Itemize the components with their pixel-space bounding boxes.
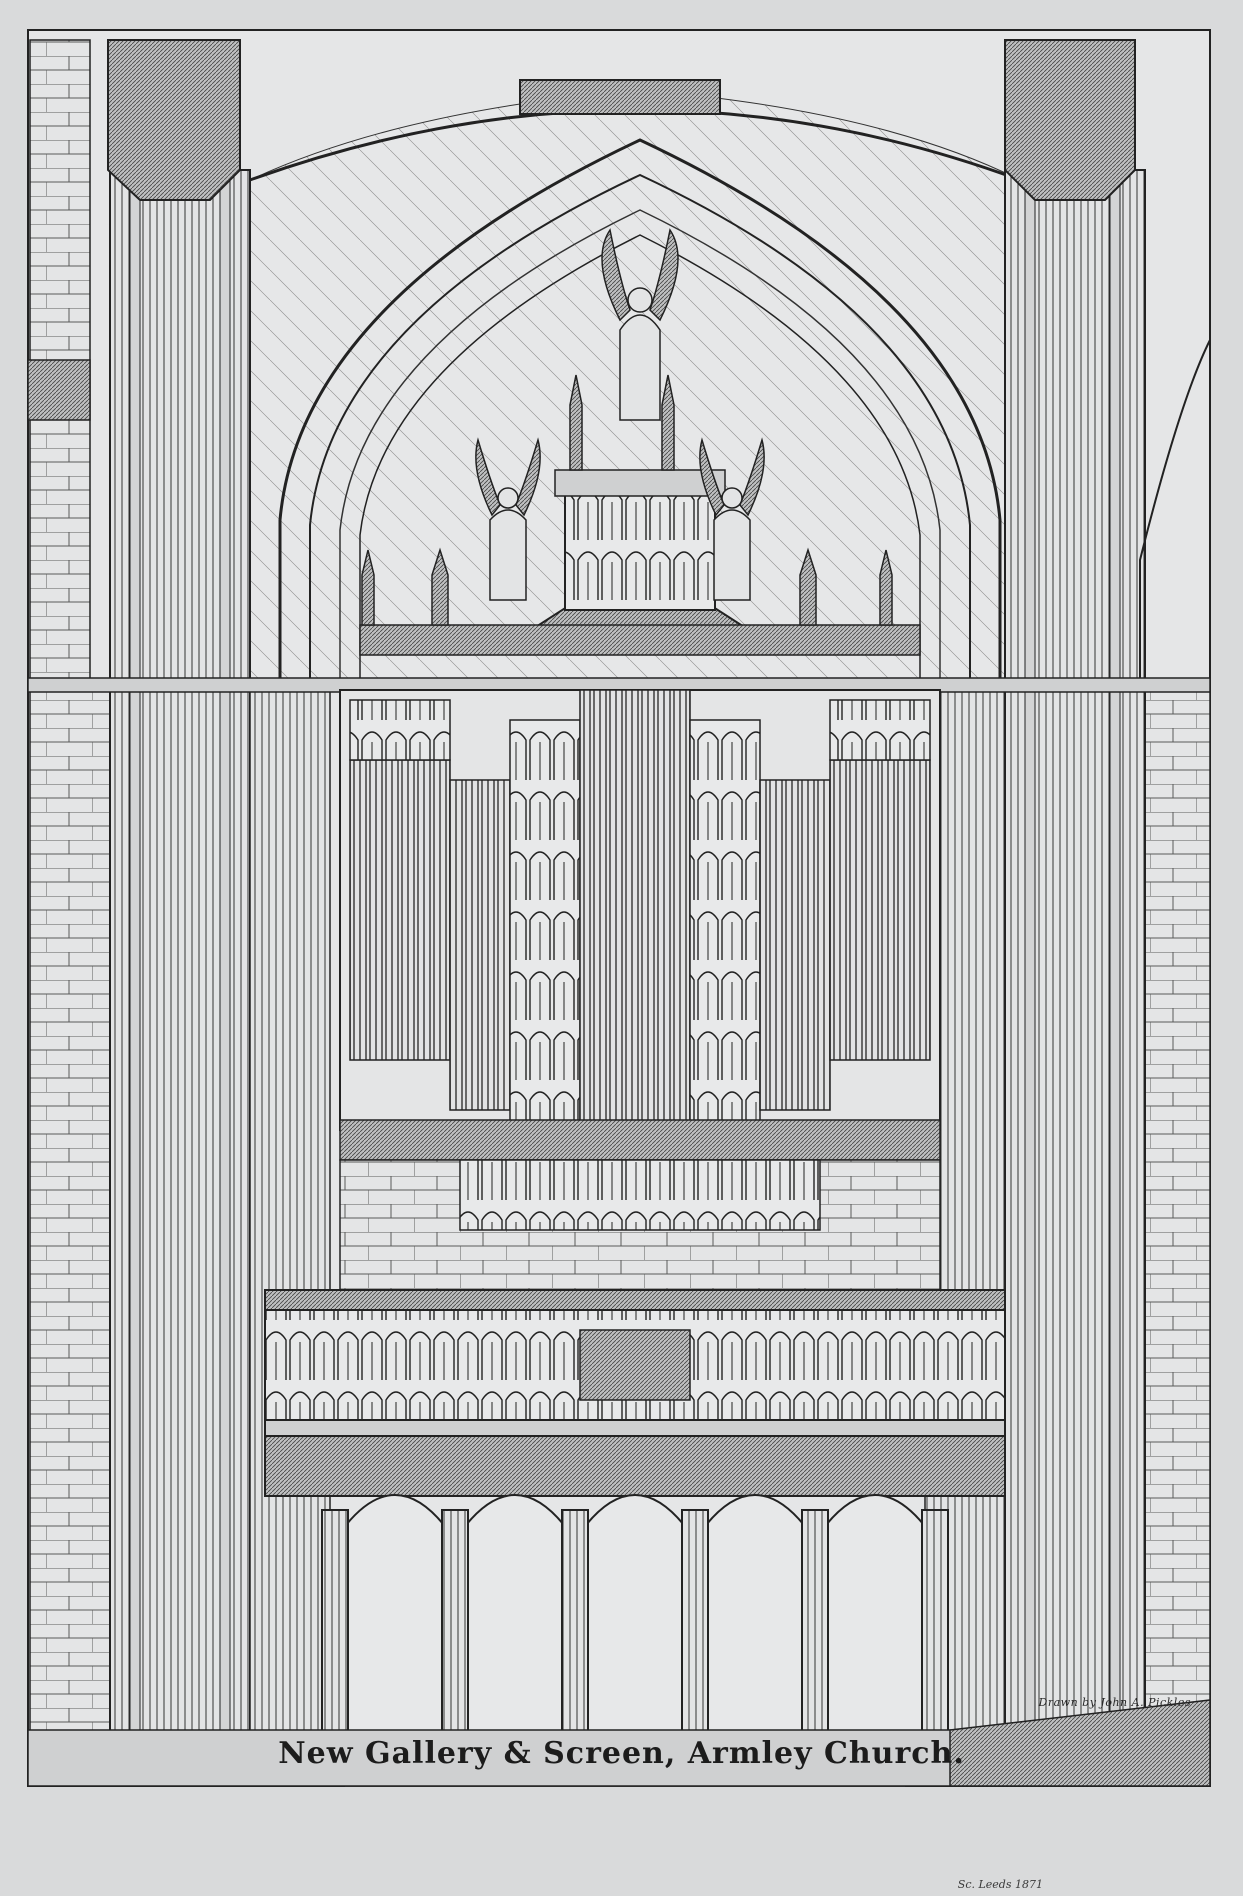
floor xyxy=(27,1699,1211,1787)
gallery-balustrade xyxy=(264,1289,1006,1437)
organ-case xyxy=(339,689,941,1291)
angel-figure-icon xyxy=(475,228,765,601)
plate-footnote: Sc. Leeds 1871 xyxy=(957,1878,1043,1891)
screen-arcade xyxy=(264,1435,1006,1761)
organ-pipes-icon xyxy=(349,759,451,1061)
left-pier xyxy=(27,39,331,1761)
artist-credit: Drawn by John A. Pickles xyxy=(1038,1696,1191,1709)
caption-rule xyxy=(345,1786,905,1787)
pinnacle-icon xyxy=(361,374,893,626)
organ-crest xyxy=(359,469,921,656)
plate-caption: New Gallery & Screen, Armley Church. xyxy=(278,1736,965,1771)
